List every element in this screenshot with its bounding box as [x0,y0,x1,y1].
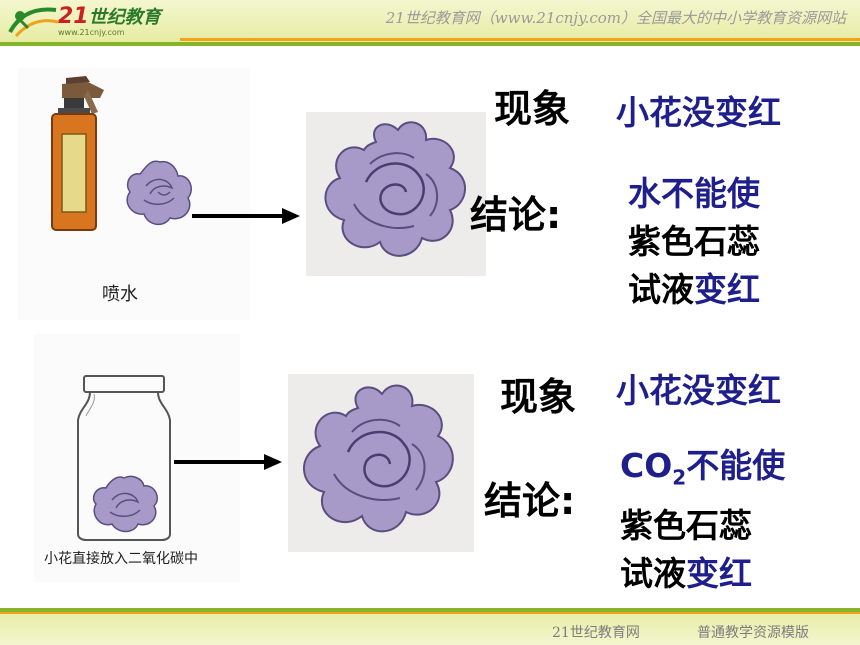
logo-wordmark: 21世纪教育 [58,4,161,29]
experiment-2-conclusion-line-1: CO2不能使 [620,446,786,490]
flower-icon [303,384,454,533]
experiment-1-conclusion: 水不能使 紫色石蕊 试液变红 [628,170,760,314]
experiment-1-caption: 喷水 [102,284,138,305]
experiment-2-conclusion-label: 结论: [484,479,576,523]
experiment-1-phenomenon: 小花没变红 [616,93,781,132]
flower-icon [324,121,466,257]
logo-url: www.21cnjy.com [58,28,125,37]
glass-jar-icon [77,375,171,541]
flower-icon [126,160,192,226]
experiment-1-conclusion-line-2: 紫色石蕊 [628,222,760,261]
experiment-1-conclusion-line-1: 水不能使 [628,174,760,213]
experiment-2-image: 小花直接放入二氧化碳中 [34,334,240,582]
arrow-right-icon [192,208,300,224]
experiment-2-conclusion: CO2不能使 紫色石蕊 试液变红 [620,442,785,598]
footer-site-name: 21世纪教育网 [552,625,640,641]
spray-bottle-icon [51,76,104,231]
footer-bar [0,612,860,645]
experiment-2-result-photo [288,374,474,552]
header-rule-green [0,42,860,46]
experiment-1-result-photo [306,112,486,276]
footer-rule-green [0,608,860,612]
experiment-1-conclusion-label: 结论: [470,193,562,237]
experiment-1-phenomenon-label: 现象 [494,87,571,131]
experiment-1-image: 喷水 [18,68,250,320]
experiment-1-conclusion-line-3: 试液变红 [628,270,760,309]
header-rule-orange [180,38,860,41]
footer-rule-orange [0,612,860,614]
experiment-2-phenomenon-label: 现象 [500,375,577,419]
experiment-2-conclusion-line-3: 试液变红 [620,553,752,593]
experiment-2-phenomenon: 小花没变红 [616,371,781,410]
logo [6,2,176,40]
experiment-2-conclusion-line-2: 紫色石蕊 [620,505,752,545]
flower-icon [92,475,158,533]
logo-swoosh-icon [8,7,59,38]
footer-template-name: 普通教学资源模版 [697,625,809,641]
experiment-2-caption: 小花直接放入二氧化碳中 [44,551,198,567]
header-bar [0,0,860,42]
arrow-right-icon [174,454,282,470]
header-slogan: 21世纪教育网（www.21cnjy.com）全国最大的中小学教育资源网站 [385,9,846,27]
